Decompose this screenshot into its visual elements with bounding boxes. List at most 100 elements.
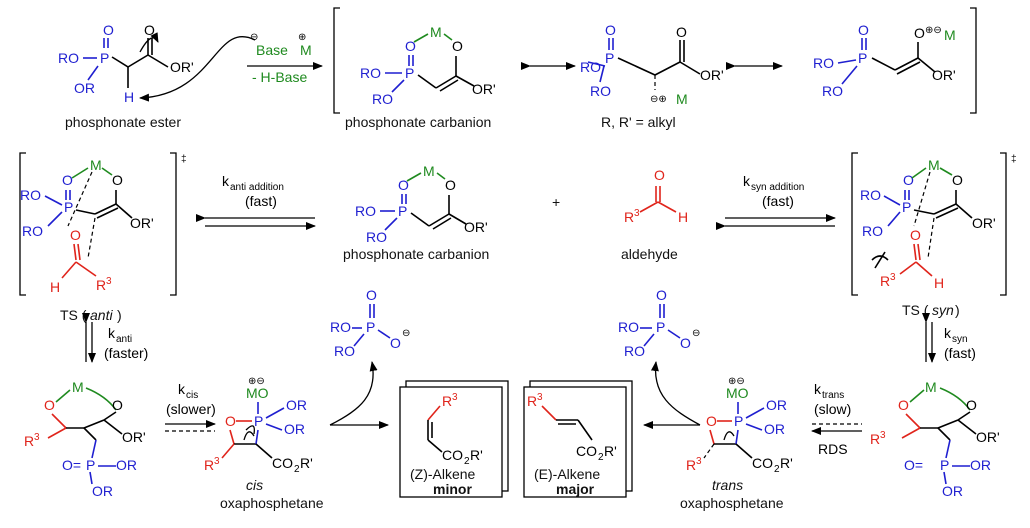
svg-text:O: O	[398, 177, 409, 193]
po-oxygen: O	[103, 22, 114, 38]
svg-text:⊕⊖: ⊕⊖	[728, 376, 745, 387]
svg-text:P: P	[86, 457, 95, 473]
svg-text:anti addition: anti addition	[230, 182, 284, 193]
svg-text:trans: trans	[822, 390, 844, 401]
carbanion-label-mid: phosphonate carbanion	[343, 246, 489, 262]
svg-text:major: major	[556, 481, 595, 497]
svg-text:R': R'	[780, 455, 793, 471]
svg-text:P: P	[940, 457, 949, 473]
svg-text:(slower): (slower)	[166, 401, 216, 417]
svg-text:R': R'	[604, 443, 617, 459]
phosphonate-ester: RO P O OR H O OR' phosphonate ester	[58, 22, 256, 130]
svg-text:OR': OR'	[472, 81, 496, 97]
ts-anti: M O O P RO RO OR' O H R 3 TS ( anti )	[20, 157, 154, 323]
svg-text:(faster): (faster)	[104, 345, 148, 361]
svg-text:MO: MO	[246, 385, 269, 401]
svg-text:RO: RO	[590, 83, 611, 99]
svg-text:O: O	[706, 413, 717, 429]
svg-text:RDS: RDS	[818, 441, 848, 457]
svg-text:): )	[955, 302, 960, 318]
svg-text:O=: O=	[904, 457, 923, 473]
svg-text:(slow): (slow)	[814, 401, 851, 417]
carbonyl-o: O	[144, 22, 155, 38]
aldehyde-label: aldehyde	[621, 246, 678, 262]
svg-text:3: 3	[214, 456, 220, 467]
anti-addition-equilibrium: k anti addition (fast)	[196, 173, 316, 230]
svg-text:P: P	[858, 50, 867, 66]
svg-text:O: O	[676, 24, 687, 40]
svg-text:H: H	[50, 279, 60, 295]
syn-addition-equilibrium: k syn addition (fast)	[716, 173, 836, 230]
svg-text:OR: OR	[92, 483, 113, 499]
svg-text:(fast): (fast)	[245, 193, 277, 209]
svg-text:P: P	[405, 65, 414, 81]
svg-text:RO: RO	[330, 319, 351, 335]
svg-text:R': R'	[470, 447, 483, 463]
svg-text:RO: RO	[20, 187, 41, 203]
svg-text:O: O	[44, 397, 55, 413]
ts-syn: M O O P RO RO OR' O R 3 H TS ( syn )	[860, 157, 996, 318]
z-alkene-product: R 3 CO 2 R' (Z)-Alkene minor	[399, 380, 509, 498]
svg-text:MO: MO	[726, 385, 749, 401]
svg-text:OR: OR	[286, 397, 307, 413]
svg-text:3: 3	[537, 392, 543, 403]
svg-text:M: M	[423, 163, 435, 179]
svg-text:O: O	[225, 413, 236, 429]
svg-text:R: R	[204, 457, 214, 473]
svg-text:M: M	[928, 157, 940, 173]
svg-text:OR': OR'	[122, 429, 146, 445]
svg-text:R: R	[442, 393, 452, 409]
anti-cyclization-equilibrium: k anti (faster)	[82, 313, 148, 363]
base-label: Base	[256, 42, 288, 58]
base-plus-charge: ⊕	[298, 32, 306, 43]
svg-text:(Z)-Alkene: (Z)-Alkene	[410, 466, 476, 482]
svg-text:P: P	[254, 413, 263, 429]
svg-text:P: P	[605, 50, 614, 66]
phosphorus-atom: P	[100, 50, 109, 66]
svg-text:OR: OR	[116, 457, 137, 473]
svg-text:R: R	[527, 393, 537, 409]
phosphonate-carbanion-open: O P RO RO O OR' ⊖⊕ M R, R' = alkyl	[580, 22, 724, 130]
svg-text:RO: RO	[22, 223, 43, 239]
svg-text:O: O	[366, 287, 377, 303]
svg-text:P: P	[902, 199, 911, 215]
svg-text:OR': OR'	[932, 67, 956, 83]
svg-text:R: R	[96, 277, 106, 293]
svg-text:): )	[117, 307, 122, 323]
svg-text:H: H	[678, 209, 688, 225]
svg-text:k: k	[743, 173, 751, 189]
svg-text:syn addition: syn addition	[751, 182, 804, 193]
svg-text:O: O	[112, 172, 123, 188]
cis-oxaphosphetane: ⊕⊖ MO P O OR OR R 3 CO 2 R' cis oxaphosp…	[204, 376, 324, 511]
svg-text:R': R'	[300, 455, 313, 471]
phosphate-byproduct-right: O P RO RO O ⊖	[618, 287, 700, 359]
svg-text:anti: anti	[116, 334, 132, 345]
svg-text:O: O	[605, 22, 616, 38]
svg-text:O=: O=	[62, 457, 81, 473]
svg-text:k: k	[222, 173, 230, 189]
svg-text:OR: OR	[764, 421, 785, 437]
svg-text:⊕⊖: ⊕⊖	[925, 25, 942, 36]
svg-text:RO: RO	[580, 59, 601, 75]
svg-text:O: O	[405, 38, 416, 54]
svg-text:O: O	[112, 397, 123, 413]
svg-text:O: O	[903, 172, 914, 188]
cis-ring-closure: k cis (slower)	[165, 381, 216, 432]
svg-text:OR': OR'	[976, 429, 1000, 445]
svg-text:⊖: ⊖	[692, 328, 700, 339]
svg-text:O: O	[62, 172, 73, 188]
svg-text:O: O	[952, 172, 963, 188]
svg-text:P: P	[656, 319, 665, 335]
svg-text:P: P	[734, 413, 743, 429]
carbanion-label-top: phosphonate carbanion	[345, 114, 491, 130]
svg-text:‡: ‡	[181, 154, 187, 165]
svg-text:(fast): (fast)	[944, 345, 976, 361]
svg-text:(fast): (fast)	[762, 193, 794, 209]
svg-text:P: P	[366, 319, 375, 335]
e-alkene-product: R 3 CO 2 R' (E)-Alkene major	[523, 380, 633, 498]
svg-text:3: 3	[34, 432, 40, 443]
svg-text:RO: RO	[862, 223, 883, 239]
svg-text:OR': OR'	[464, 219, 488, 235]
svg-text:k: k	[108, 325, 116, 341]
plus-sign: +	[552, 194, 560, 210]
